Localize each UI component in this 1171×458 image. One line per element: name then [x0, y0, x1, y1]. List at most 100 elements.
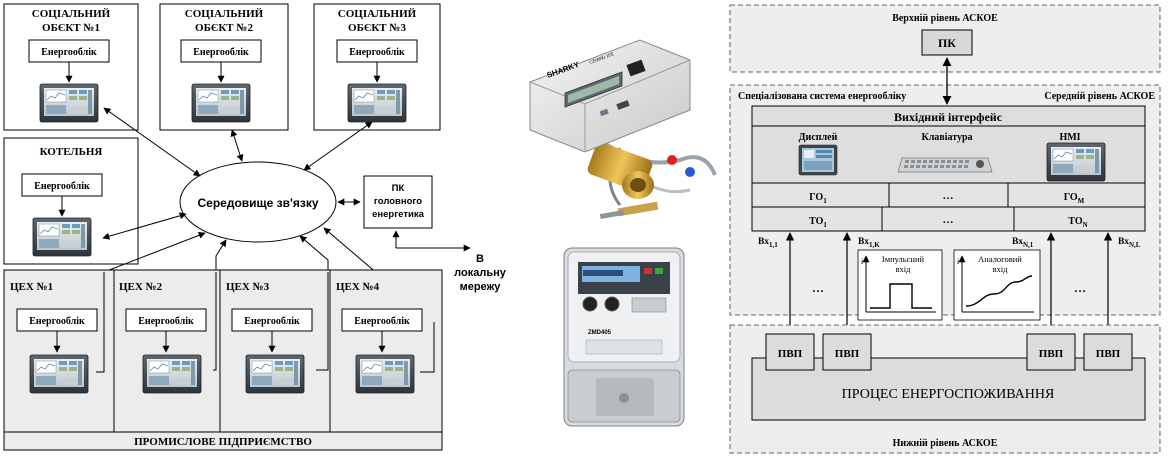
lan-link: В локальну мережу	[392, 230, 507, 293]
pc-label: ПК	[938, 36, 956, 50]
input-label-3: ВхN,1	[1012, 237, 1034, 249]
display-icon	[798, 144, 838, 176]
hmi-panel-icon	[245, 354, 305, 394]
workshop-1: ЦЕХ №1 Енергооблік	[3, 269, 115, 433]
hmi-label: HMI	[1059, 132, 1080, 143]
output-interface-title: Вихідний інтерфейс	[894, 110, 1003, 124]
social-object-1-title-line2: ОБЄКТ №1	[42, 22, 100, 34]
boiler-house-title: КОТЕЛЬНЯ	[40, 146, 103, 158]
input-label-4: ВхN,L	[1118, 237, 1141, 249]
industrial-plant-title: ПРОМИСЛОВЕ ПІДПРИЄМСТВО	[134, 436, 312, 448]
hmi-panel-icon	[191, 83, 251, 123]
social-object-3-title-line2: ОБЄКТ №3	[348, 22, 406, 34]
electric-meter-image: ZMD405	[563, 247, 685, 427]
lan-label-line3: мережу	[460, 281, 502, 293]
meter-label: Енергооблік	[193, 47, 249, 58]
input-label-2: Вх1,K	[858, 237, 880, 249]
meter-label: Енергооблік	[349, 47, 405, 58]
to-first: ТО1	[809, 216, 827, 229]
workshop-1-title: ЦЕХ №1	[10, 281, 53, 293]
electric-meter-model: ZMD405	[588, 330, 612, 336]
analog-label-line1: Аналоговий	[978, 254, 1022, 264]
pvp-box-4	[1083, 333, 1133, 371]
special-system-label: Спеціалізована система енергообліку	[738, 91, 906, 102]
inputs-dots-right: …	[1074, 281, 1086, 295]
pulse-label-line1: Імпульсний	[882, 254, 925, 264]
go-row	[751, 182, 1146, 208]
meter-label: Енергооблік	[138, 316, 194, 327]
meter-label: Енергооблік	[244, 316, 300, 327]
social-object-3-title-line1: СОЦІАЛЬНИЙ	[338, 8, 417, 20]
chief-engineer-pc: ПК головного енергетика	[363, 175, 433, 229]
hmi-panel-icon	[355, 354, 415, 394]
workshop-3-title: ЦЕХ №3	[226, 281, 270, 293]
pvp-box-3	[1026, 333, 1076, 371]
workshop-3: ЦЕХ №3 Енергооблік	[219, 269, 331, 433]
keyboard-icon	[897, 157, 993, 173]
hmi-panel-icon	[347, 83, 407, 123]
lower-level-label: Нижній рівень АСКОЕ	[893, 438, 998, 449]
go-first: ГО1	[809, 192, 827, 205]
inputs-dots-left: …	[812, 281, 824, 295]
analog-input-graph: i Аналоговий вхід	[953, 249, 1041, 321]
pvp-label-1: ПВП	[778, 348, 803, 360]
left-network-diagram: СОЦІАЛЬНИЙ ОБЄКТ №1 Енергооблік СОЦІАЛЬН…	[3, 3, 507, 451]
pulse-input-graph: i Імпульсний вхід	[857, 249, 943, 321]
pvp-box-2	[822, 333, 872, 371]
analog-axis-label: i	[957, 257, 960, 266]
social-object-1: СОЦІАЛЬНИЙ ОБЄКТ №1 Енергооблік	[3, 3, 139, 131]
go-dots: …	[943, 190, 954, 202]
pc-box	[921, 29, 973, 56]
communication-hub-label: Середовище зв'язку	[197, 196, 318, 210]
social-object-2-title-line2: ОБЄКТ №2	[195, 22, 253, 34]
display-label: Дисплей	[799, 132, 838, 143]
pvp-label-3: ПВП	[1039, 348, 1064, 360]
communication-hub: Середовище зв'язку	[179, 161, 337, 243]
to-dots: …	[943, 214, 954, 226]
pulse-axis-label: i	[861, 257, 864, 266]
meter-label: Енергооблік	[41, 47, 97, 58]
process-label: ПРОЦЕС ЕНЕРГОСПОЖИВАННЯ	[842, 387, 1055, 402]
social-object-3: СОЦІАЛЬНИЙ ОБЄКТ №3 Енергооблік	[313, 3, 441, 131]
askoe-architecture: Верхній рівень АСКОЕ ПК Спеціалізована с…	[729, 4, 1161, 454]
to-row	[751, 206, 1146, 232]
lan-label-line2: локальну	[454, 267, 507, 279]
keyboard-label: Клавіатура	[921, 132, 972, 143]
middle-level: Спеціалізована система енергообліку Сере…	[729, 57, 1161, 338]
pc-label-line2: головного	[374, 196, 422, 207]
hmi-panel-icon	[29, 354, 89, 394]
pvp-box-1	[765, 333, 815, 371]
lan-label-line1: В	[476, 253, 484, 265]
pulse-label-line2: вхід	[896, 264, 912, 274]
pvp-label-2: ПВП	[835, 348, 860, 360]
lower-level: ПРОЦЕС ЕНЕРГОСПОЖИВАННЯ ПВП ПВП ПВП ПВП …	[729, 324, 1161, 454]
social-object-2-title-line1: СОЦІАЛЬНИЙ	[185, 8, 264, 20]
to-last: ТОN	[1068, 216, 1087, 229]
social-object-1-title-line1: СОЦІАЛЬНИЙ	[32, 8, 111, 20]
hmi-panel-icon	[32, 217, 92, 257]
upper-level: Верхній рівень АСКОЕ ПК	[729, 4, 1161, 73]
heat-meter-image: SHARKY CE0000 1FE	[529, 39, 717, 220]
social-object-2: СОЦІАЛЬНИЙ ОБЄКТ №2 Енергооблік	[159, 3, 289, 131]
hmi-panel-icon	[39, 83, 99, 123]
pvp-label-4: ПВП	[1096, 348, 1121, 360]
input-label-1: Вх1,1	[758, 237, 778, 249]
meter-label: Енергооблік	[34, 181, 90, 192]
boiler-house: КОТЕЛЬНЯ Енергооблік	[3, 137, 139, 265]
upper-level-label: Верхній рівень АСКОЕ	[892, 13, 998, 24]
workshop-4: ЦЕХ №4 Енергооблік	[329, 269, 443, 433]
workshop-2: ЦЕХ №2 Енергооблік	[113, 269, 221, 433]
workshop-4-title: ЦЕХ №4	[336, 281, 380, 293]
pc-label-line1: ПК	[392, 183, 405, 194]
process-block	[751, 357, 1146, 421]
middle-level-label: Середній рівень АСКОЕ	[1044, 91, 1155, 102]
hmi-panel-icon	[142, 354, 202, 394]
meter-label: Енергооблік	[354, 316, 410, 327]
workshop-2-title: ЦЕХ №2	[119, 281, 163, 293]
go-last: ГОM	[1064, 192, 1085, 205]
meter-label: Енергооблік	[29, 316, 85, 327]
pc-label-line3: енергетика	[372, 209, 424, 220]
analog-label-line2: вхід	[993, 264, 1009, 274]
hmi-icon	[1046, 142, 1106, 182]
